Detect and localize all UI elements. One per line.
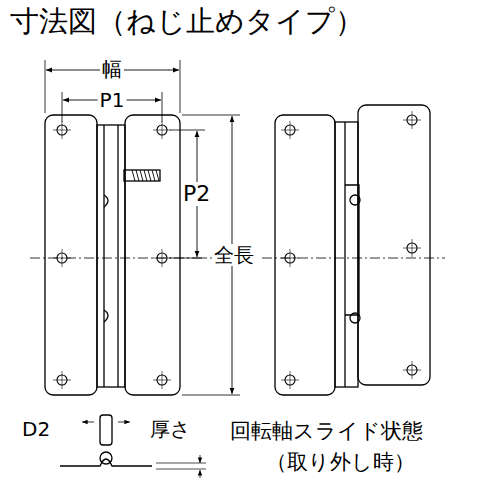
knuckle: [97, 125, 125, 387]
dimension-label: 全長: [212, 244, 256, 266]
title: 寸法図（ねじ止めタイプ）: [10, 6, 364, 38]
dimension-label: P2: [181, 182, 212, 206]
spring-screw: [124, 170, 160, 181]
caption-text: （取り外し時）: [266, 451, 415, 474]
dimension-label: P1: [98, 89, 127, 111]
knuckle-slid: [335, 122, 358, 387]
left-leaf-slid: [275, 115, 335, 395]
left-leaf: [45, 115, 97, 395]
right-leaf: [125, 115, 180, 395]
caption-text: 回転軸スライド状態: [230, 420, 423, 443]
right-leaf-slid: [358, 105, 430, 385]
cross-section: [60, 415, 206, 478]
dimension-label: D2: [22, 418, 50, 440]
dimension-label: 厚さ: [150, 418, 190, 440]
dimension-label: 幅: [100, 58, 124, 80]
